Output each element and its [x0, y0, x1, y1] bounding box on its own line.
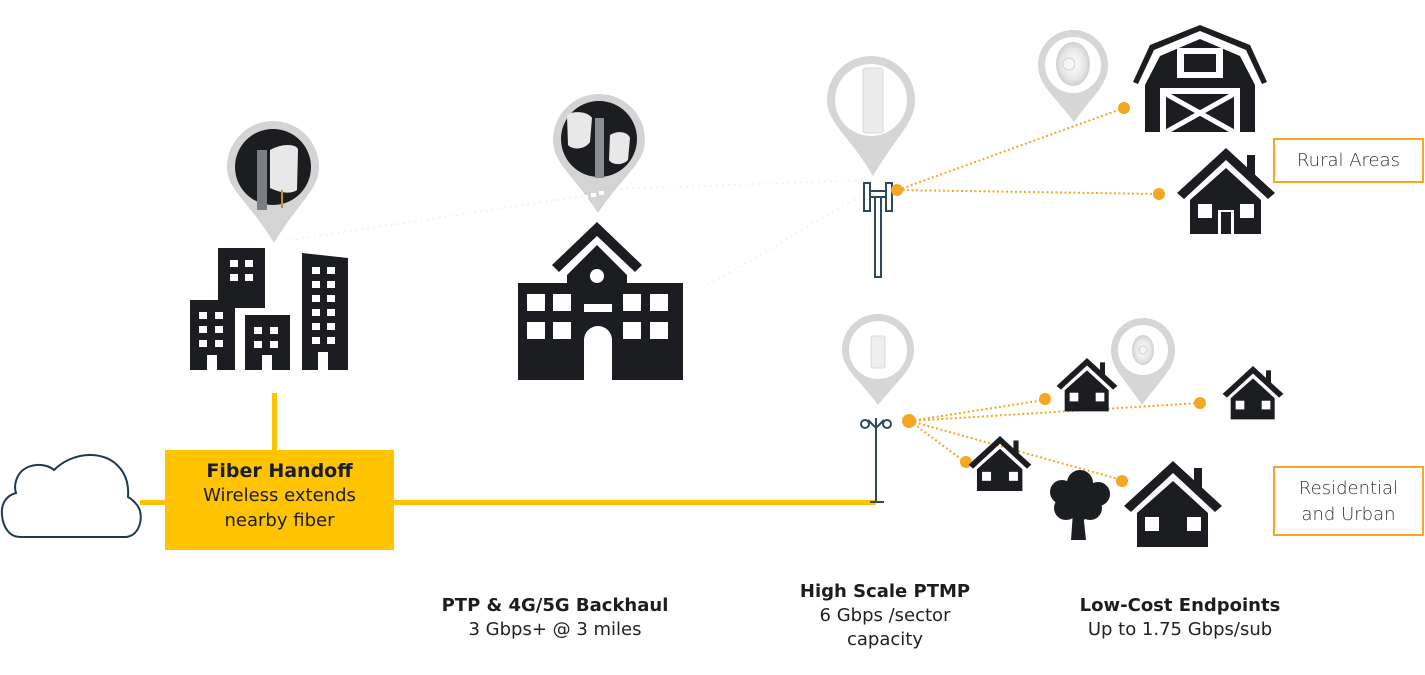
caption-high-scale-ptmp: High Scale PTMP 6 Gbps /sector capacity — [770, 580, 1000, 652]
school-icon — [518, 222, 683, 380]
house-icon — [1124, 461, 1222, 547]
caption-ptp-backhaul: PTP & 4G/5G Backhaul 3 Gbps+ @ 3 miles — [410, 594, 700, 642]
caption-detail: 6 Gbps /sector — [819, 605, 951, 626]
ptp-dish-pin-icon — [227, 121, 319, 243]
subscriber-dish-pin-icon — [1111, 318, 1175, 405]
link-node — [1118, 102, 1130, 114]
link-node — [960, 456, 972, 468]
link-node — [891, 184, 903, 196]
fiber-line-cloud — [140, 500, 168, 505]
faint-links — [289, 179, 871, 291]
caption-detail: Up to 1.75 Gbps/sub — [1087, 619, 1273, 640]
tree-icon — [1050, 470, 1110, 540]
caption-title: High Scale PTMP — [799, 581, 971, 602]
fiber-lines — [140, 393, 876, 505]
residential-text: Residential — [1298, 478, 1399, 499]
cell-tower-icon — [863, 182, 893, 278]
fiber-handoff-box: Fiber Handoff Wireless extends nearby fi… — [165, 450, 394, 550]
residential-urban-label: Residential and Urban — [1273, 466, 1424, 536]
office-buildings-icon — [190, 248, 348, 370]
house-icon — [1177, 148, 1275, 234]
link-node — [1116, 475, 1128, 487]
residential-links — [909, 399, 1201, 481]
fiber-handoff-line1: Wireless extends — [203, 485, 356, 506]
fiber-handoff-line2: nearby fiber — [224, 510, 335, 531]
cloud-icon — [0, 453, 142, 538]
link-node — [1039, 393, 1051, 405]
caption-detail: 3 Gbps+ @ 3 miles — [468, 619, 642, 640]
rural-areas-text: Rural Areas — [1296, 150, 1401, 171]
fiber-handoff-title: Fiber Handoff — [206, 460, 353, 482]
link-node — [1194, 397, 1206, 409]
barn-icon — [1133, 25, 1267, 135]
caption-low-cost-endpoints: Low-Cost Endpoints Up to 1.75 Gbps/sub — [1030, 594, 1330, 642]
rural-links — [897, 107, 1161, 195]
omni-antenna-pin-icon — [842, 314, 914, 405]
caption-detail: capacity — [847, 629, 923, 650]
link-node — [1153, 188, 1165, 200]
house-icon — [968, 436, 1032, 492]
fiber-vertical-line — [272, 393, 277, 453]
house-icon — [1056, 358, 1118, 412]
sector-antenna-pin-icon — [827, 56, 915, 176]
rural-areas-label: Rural Areas — [1273, 138, 1424, 183]
dual-dish-pin-icon — [553, 94, 645, 213]
pole-antenna-icon — [860, 418, 892, 503]
caption-title: PTP & 4G/5G Backhaul — [441, 595, 669, 616]
caption-title: Low-Cost Endpoints — [1079, 595, 1281, 616]
ptp-rural-dish-pin-icon — [1038, 30, 1108, 122]
fiber-line-main — [392, 500, 876, 505]
house-icon — [1222, 366, 1284, 420]
link-node — [902, 414, 916, 428]
urban-text: and Urban — [1301, 504, 1396, 525]
